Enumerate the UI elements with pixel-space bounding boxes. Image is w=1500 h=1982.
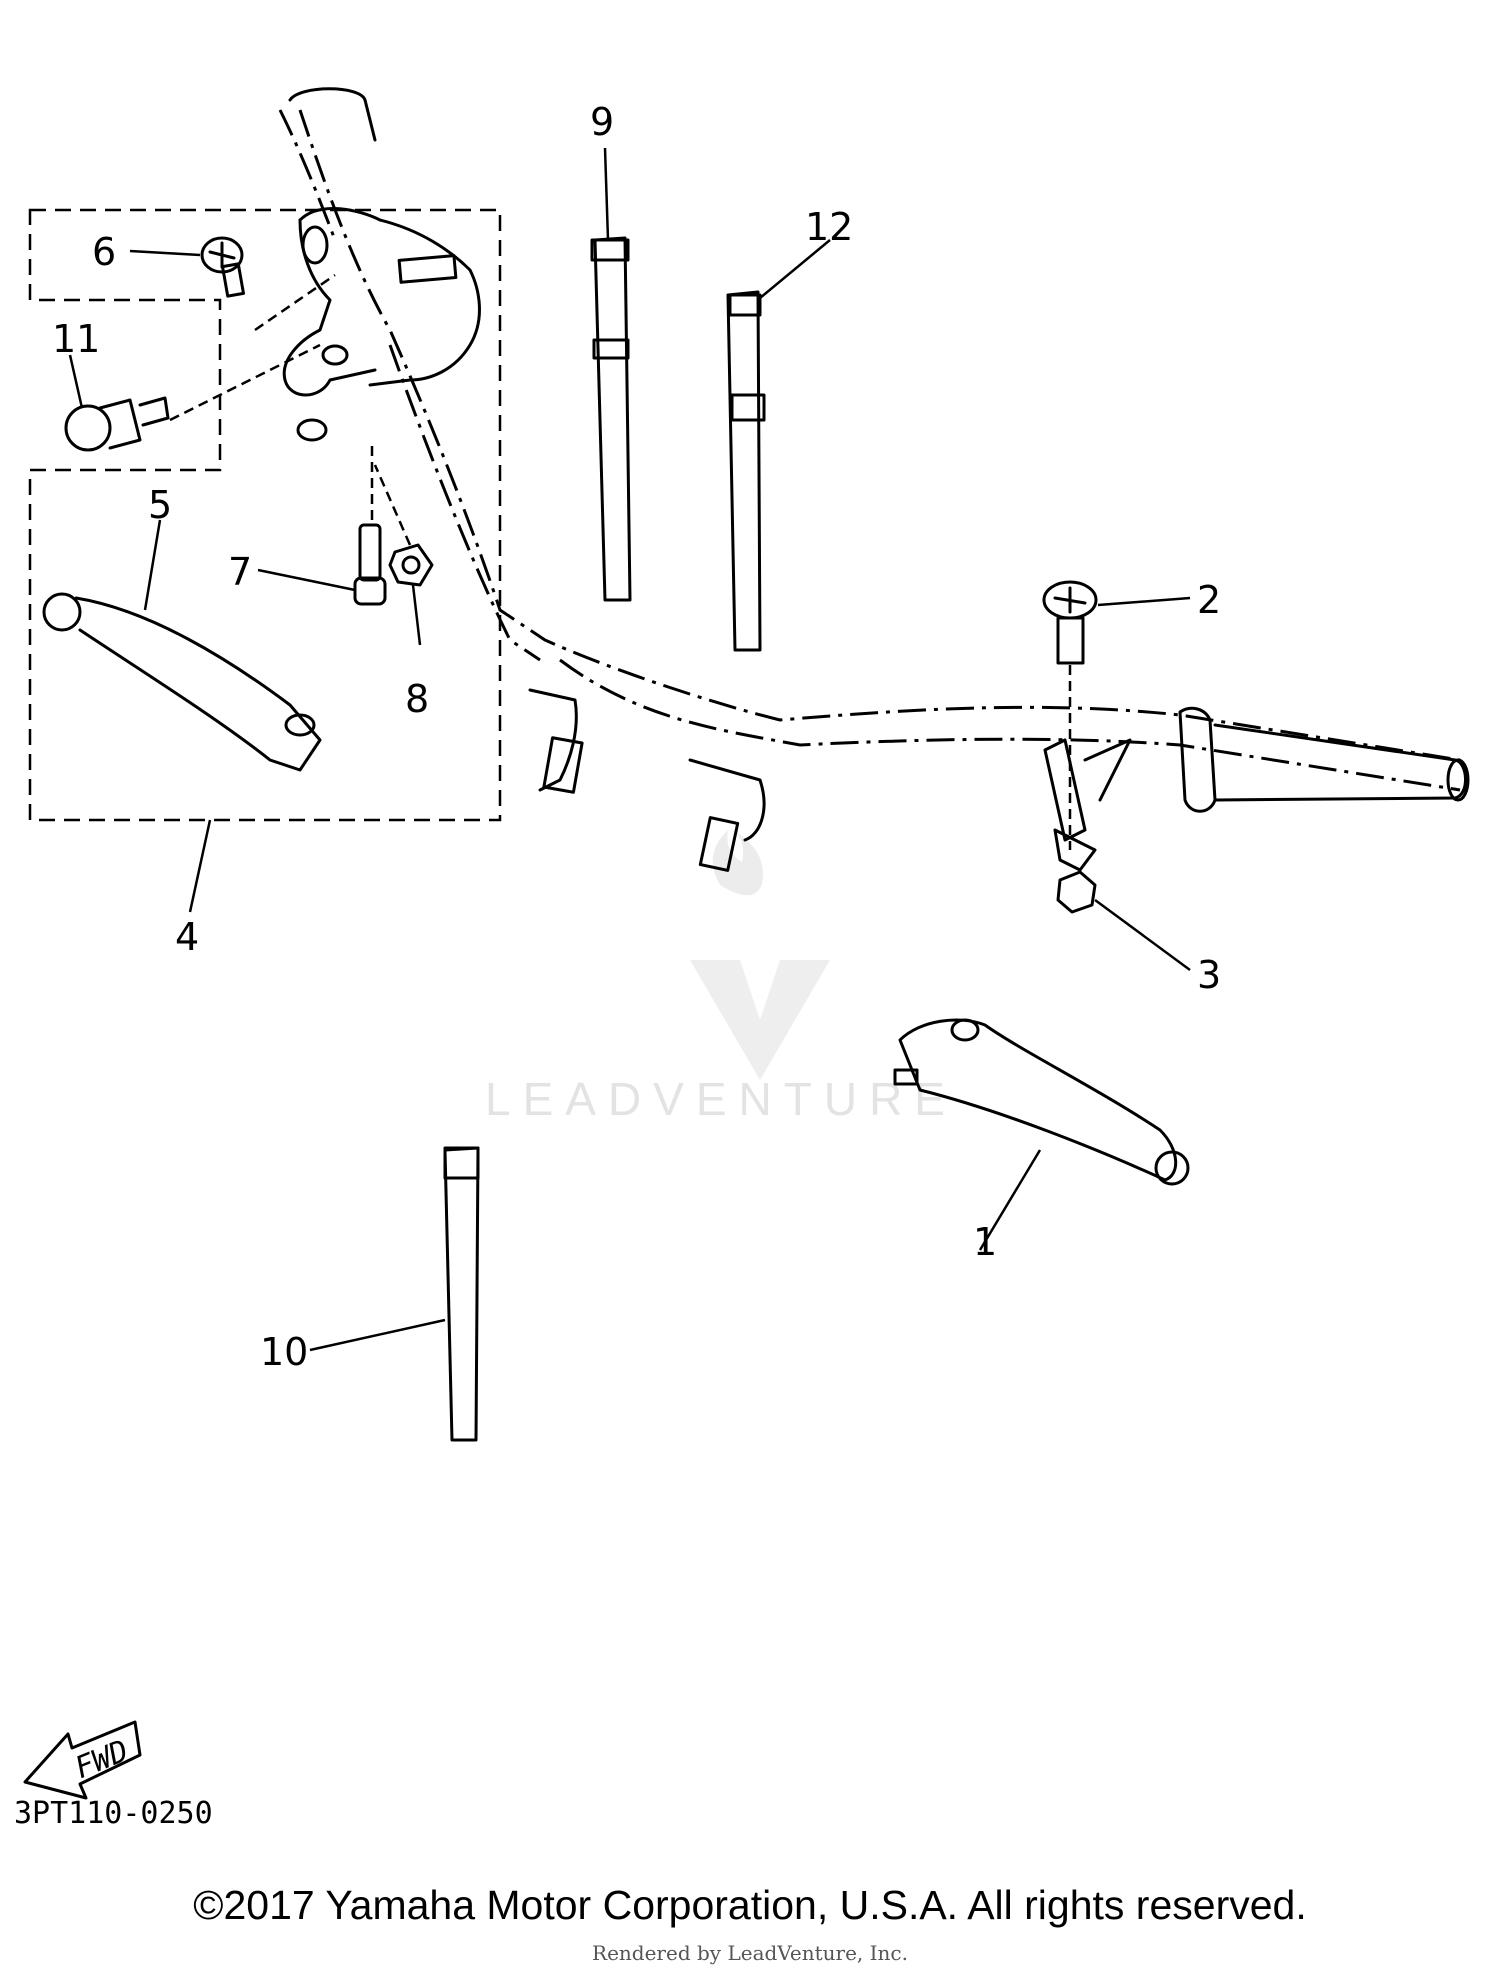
callout-3: 3 [1197, 953, 1221, 997]
callout-12: 12 [805, 205, 853, 249]
part-2-screw [1042, 580, 1098, 665]
part-12-cable-tie [726, 290, 766, 652]
leader-lines [68, 147, 1191, 1352]
callout-7: 7 [228, 550, 252, 594]
copyright-notice: ©2017 Yamaha Motor Corporation, U.S.A. A… [193, 1882, 1307, 1928]
part-9-cable-tie [590, 236, 632, 602]
watermark-text: LEADVENTURE [485, 1073, 957, 1125]
fwd-arrow: FWD [23, 1720, 142, 1800]
callout-6: 6 [92, 230, 116, 274]
part-5-lever [42, 592, 322, 772]
part-6-screw [200, 236, 245, 298]
part-1-lever [893, 1018, 1190, 1186]
callouts: 1 2 3 4 5 6 7 8 9 10 11 12 [52, 100, 1221, 1374]
callout-11: 11 [52, 317, 100, 361]
part-10-cable-tie [443, 1146, 480, 1442]
callout-9: 9 [590, 100, 614, 144]
assembly-box [28, 208, 502, 822]
callout-5: 5 [148, 483, 172, 527]
fwd-label: FWD [70, 1733, 133, 1786]
lever-holder [282, 206, 481, 442]
part-11-adjuster [64, 396, 170, 452]
callout-2: 2 [1197, 578, 1221, 622]
rendered-by-note: Rendered by LeadVenture, Inc. [592, 1941, 908, 1965]
handlebar-outline [278, 87, 1470, 872]
diagram-code: 3PT110-0250 [14, 1796, 213, 1831]
part-7-bolt [353, 523, 387, 606]
callout-10: 10 [260, 1330, 308, 1374]
part-8-nut [388, 543, 434, 587]
callout-4: 4 [175, 915, 199, 959]
leadventure-watermark: LEADVENTURE [485, 830, 957, 1125]
part-3-nut [1056, 870, 1097, 914]
callout-1: 1 [973, 1220, 997, 1264]
callout-8: 8 [405, 677, 429, 721]
